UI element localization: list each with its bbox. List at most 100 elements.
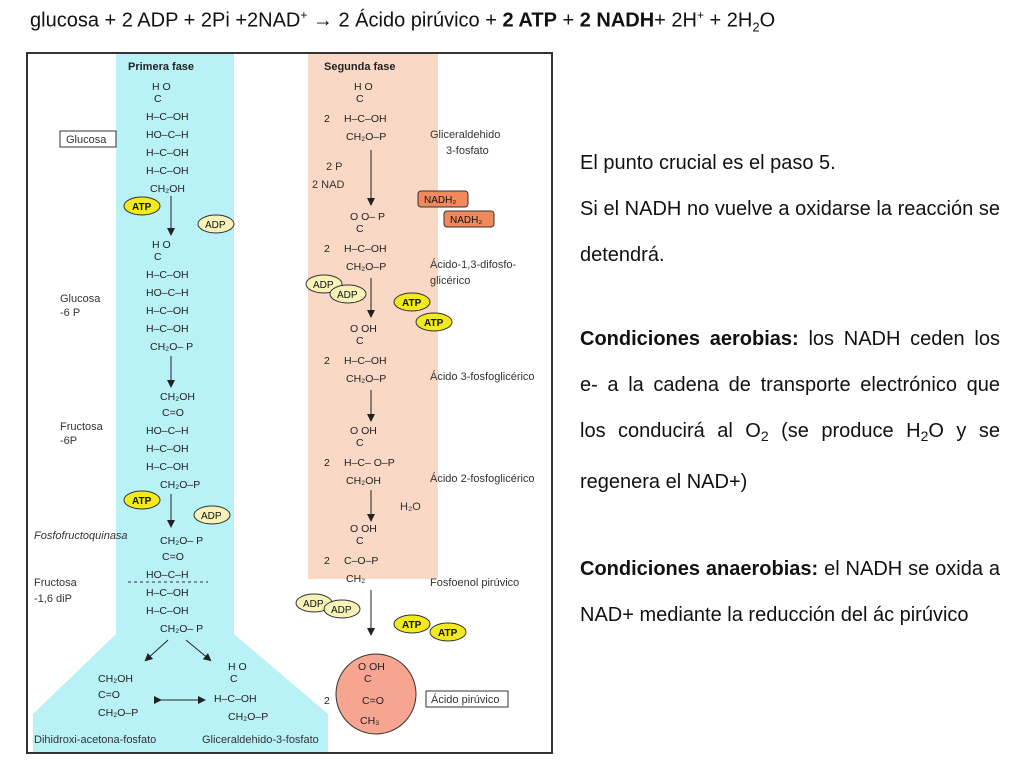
g3p-label: 3-fosfato — [446, 145, 489, 157]
pyruvate-structure: O OH C 2 C=O CH₃ — [324, 661, 385, 727]
svg-text:CH₂O–P: CH₂O–P — [346, 131, 386, 143]
svg-text:C: C — [230, 673, 238, 685]
nadh2-label: NADH₂ — [424, 195, 456, 206]
aerobic-text: O y se regenera el NAD+) — [580, 420, 1001, 493]
equation-text: + — [556, 9, 580, 32]
svg-text:2: 2 — [324, 695, 330, 707]
svg-text:H–C– O–P: H–C– O–P — [344, 457, 395, 469]
glucosa6p-label: Glucosa — [60, 293, 101, 305]
nadh2-pill — [443, 210, 495, 228]
pg2-structure: O OH C 2 H–C– O–P CH₂OH — [324, 425, 395, 487]
svg-text:H–C–OH: H–C–OH — [214, 693, 257, 705]
side-text: El punto crucial es el paso 5. Si el NAD… — [580, 140, 1000, 278]
bpg-label: glicérico — [430, 275, 470, 287]
svg-text:C=O: C=O — [162, 407, 184, 419]
glucosa-label: Glucosa — [66, 134, 107, 146]
svg-text:HO–C–H: HO–C–H — [146, 569, 189, 581]
aerobic-subscript: 2 — [760, 428, 769, 444]
svg-text:CH₂O– P: CH₂O– P — [160, 535, 203, 547]
svg-text:O O– P: O O– P — [350, 211, 385, 223]
svg-text:C: C — [356, 223, 364, 235]
equation-superscript: + — [696, 8, 704, 22]
g3p-bottom-label: Gliceraldehido-3-fosfato — [202, 734, 319, 746]
side-paragraph-1: El punto crucial es el paso 5. — [580, 152, 836, 174]
fructosa16-label: -1,6 diP — [34, 593, 72, 605]
atp-pill — [393, 292, 431, 312]
two-p-label: 2 P — [326, 161, 343, 173]
aerobic-paragraph: Condiciones aerobias: los NADH ceden los… — [580, 316, 1000, 505]
pyruvate-label: Ácido pirúvico — [431, 693, 499, 706]
svg-text:C=O: C=O — [362, 695, 384, 707]
glycolysis-diagram: Primera fase Segunda fase H O C H–C–OH H… — [26, 52, 553, 754]
svg-text:CH₂OH: CH₂OH — [346, 475, 381, 487]
fructosa6p-label: -6P — [60, 435, 77, 447]
atp-pill-label: ATP — [402, 298, 422, 309]
svg-text:CH₂O– P: CH₂O– P — [160, 623, 203, 635]
adp-pill-label: ADP — [201, 511, 222, 522]
svg-text:H–C–OH: H–C–OH — [146, 605, 189, 617]
aerobic-conditions: Condiciones aerobias: los NADH ceden los… — [580, 316, 1000, 505]
svg-text:H–C–OH: H–C–OH — [146, 443, 189, 455]
svg-text:C: C — [154, 251, 162, 263]
g3p-bottom-structure: H O C H–C–OH CH₂O–P — [214, 661, 268, 723]
bpg-structure: O O– P C 2 H–C–OH CH₂O–P — [324, 211, 387, 273]
adp-pill — [323, 599, 361, 619]
svg-text:H–C–OH: H–C–OH — [146, 147, 189, 159]
anaerobic-title: Condiciones anaerobias: — [580, 558, 819, 580]
pyruvate-box — [425, 690, 509, 708]
svg-text:C: C — [356, 335, 364, 347]
phase2-title: Segunda fase — [324, 61, 396, 73]
svg-text:C: C — [356, 437, 364, 449]
equation-superscript: + — [300, 8, 308, 22]
svg-text:CH₃: CH₃ — [360, 715, 379, 727]
equation-text: → 2 Ácido pirúvico + — [307, 9, 503, 32]
h2o-label: H₂O — [400, 501, 421, 513]
svg-text:H–C–OH: H–C–OH — [146, 323, 189, 335]
g3p-label: Gliceraldehido — [430, 129, 500, 141]
svg-text:CH₂OH: CH₂OH — [98, 673, 133, 685]
nadh2-label: NADH₂ — [450, 215, 482, 226]
dhap-label: Dihidroxi-acetona-fosfato — [34, 734, 156, 746]
svg-text:2: 2 — [324, 457, 330, 469]
svg-text:HO–C–H: HO–C–H — [146, 129, 189, 141]
adp-pill-label: ADP — [337, 290, 358, 301]
atp-pill — [393, 614, 431, 634]
atp-pill-label: ATP — [424, 318, 444, 329]
equation-nadh: 2 NADH — [579, 9, 655, 32]
svg-text:H O: H O — [152, 81, 171, 93]
svg-text:H–C–OH: H–C–OH — [344, 243, 387, 255]
svg-text:H–C–OH: H–C–OH — [146, 111, 189, 123]
anaerobic-paragraph: Condiciones anaerobias: el NADH se oxida… — [580, 546, 1000, 638]
bpg-label: Ácido-1,3-difosfo- — [430, 258, 517, 271]
aerobic-subscript: 2 — [920, 428, 929, 444]
svg-text:CH₂O– P: CH₂O– P — [150, 341, 193, 353]
pep-label: Fosfoenol pirúvico — [430, 577, 519, 589]
side-paragraph-2: Si el NADH no vuelve a oxidarse la reacc… — [580, 198, 1000, 266]
pyruvate-circle — [335, 653, 417, 735]
nadh2-pill — [417, 190, 469, 208]
glucosa6p-label: -6 P — [60, 307, 80, 319]
fructose16-structure: CH₂O– P C=O HO–C–H H–C–OH H–C–OH CH₂O– P — [146, 535, 203, 635]
svg-text:H–C–OH: H–C–OH — [146, 269, 189, 281]
atp-pill-label: ATP — [402, 620, 422, 631]
fructosa16-label: Fructosa — [34, 577, 78, 589]
svg-text:2: 2 — [324, 113, 330, 125]
equation-text: glucosa + 2 ADP + 2Pi +2NAD — [30, 9, 301, 32]
dhap-structure: CH₂OH C=O CH₂O–P — [98, 673, 138, 719]
atp-pill-label: ATP — [438, 628, 458, 639]
svg-text:C: C — [154, 93, 162, 105]
adp-pill — [193, 505, 231, 525]
svg-text:CH₂OH: CH₂OH — [160, 391, 195, 403]
svg-text:C: C — [356, 535, 364, 547]
svg-text:CH₂: CH₂ — [346, 573, 365, 585]
pg2-label: Ácido 2-fosfoglicérico — [430, 472, 535, 485]
svg-text:C–O–P: C–O–P — [344, 555, 378, 567]
svg-text:CH₂O–P: CH₂O–P — [346, 373, 386, 385]
fosfofructoquinasa-label: Fosfofructoquinasa — [34, 530, 128, 542]
svg-text:O OH: O OH — [350, 523, 377, 535]
fructosa6p-label: Fructosa — [60, 421, 104, 433]
svg-text:H–C–OH: H–C–OH — [146, 305, 189, 317]
svg-text:C=O: C=O — [162, 551, 184, 563]
svg-text:2: 2 — [324, 555, 330, 567]
equation-subscript: 2 — [752, 19, 760, 35]
